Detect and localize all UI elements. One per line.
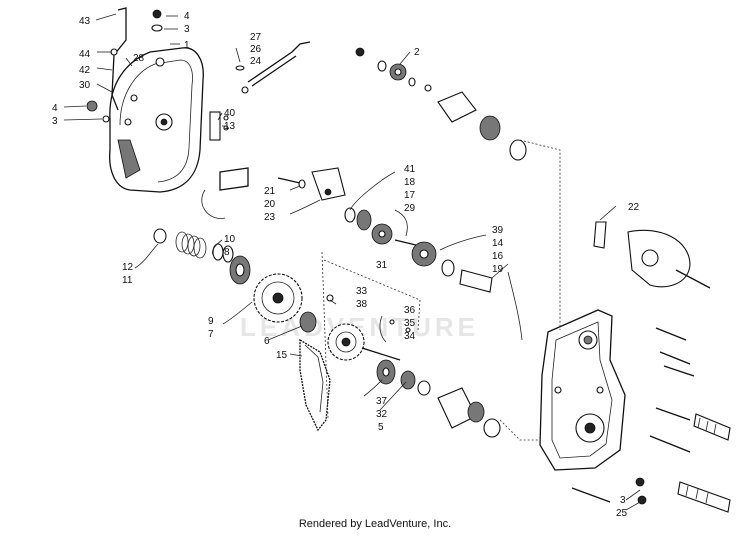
clip-and-seal	[201, 167, 249, 219]
chaincase-cover	[109, 47, 204, 193]
output-shaft-upper	[693, 413, 731, 441]
part-label-32: 32	[376, 409, 388, 420]
shift-lever	[235, 41, 311, 94]
part-label-16: 16	[492, 251, 504, 262]
part-label-4-left: 4	[52, 103, 58, 114]
tensioner-bracket	[311, 167, 346, 201]
cover-cap-4	[151, 9, 163, 32]
part-label-8: 8	[224, 247, 230, 258]
callout-lines	[63, 13, 641, 511]
bracket-22	[593, 221, 711, 289]
bearing-housing-top	[437, 91, 527, 161]
dipstick	[110, 7, 127, 111]
part-label-12: 12	[122, 262, 134, 273]
part-label-2: 2	[414, 47, 420, 58]
chain-15	[299, 338, 331, 432]
shaft-gears-18-17	[344, 207, 421, 247]
part-label-3-left: 3	[52, 116, 58, 127]
part-label-28: 28	[133, 53, 145, 64]
part-label-40: 40	[224, 108, 236, 119]
part-label-14: 14	[492, 238, 504, 249]
render-credit: Rendered by LeadVenture, Inc.	[298, 518, 452, 530]
gear-38	[327, 319, 411, 361]
spring-assembly	[153, 228, 251, 285]
part-label-44: 44	[79, 49, 91, 60]
part-label-13: 13	[224, 121, 236, 132]
part-label-36: 36	[404, 305, 416, 316]
drive-sprocket-6	[299, 294, 334, 333]
output-shaft-lower	[677, 481, 731, 513]
part-label-31: 31	[376, 260, 388, 271]
part-label-3-bottom: 3	[620, 495, 626, 506]
part-label-17: 17	[404, 190, 416, 201]
part-label-18: 18	[404, 177, 416, 188]
part-label-4: 4	[184, 11, 190, 22]
part-label-21: 21	[264, 186, 276, 197]
part-label-29: 29	[404, 203, 416, 214]
sprocket-2	[355, 47, 432, 92]
part-label-6: 6	[264, 336, 270, 347]
driven-sprocket-7	[253, 273, 303, 323]
part-label-41: 41	[404, 164, 416, 175]
part-label-30: 30	[79, 80, 91, 91]
bearing-37-32	[376, 359, 431, 396]
part-label-7: 7	[208, 329, 214, 340]
part-label-35: 35	[404, 318, 416, 329]
part-label-25: 25	[616, 508, 628, 519]
gear-39	[411, 241, 493, 293]
cover-cap-left	[86, 100, 110, 123]
housing-bolts	[571, 327, 695, 505]
bolt-21	[277, 177, 306, 189]
chaincase-housing	[539, 309, 626, 471]
part-label-10: 10	[224, 234, 236, 245]
part-label-24: 24	[250, 56, 262, 67]
part-label-43: 43	[79, 16, 91, 27]
part-label-42: 42	[79, 65, 91, 76]
part-label-15: 15	[276, 350, 288, 361]
part-label-5: 5	[378, 422, 384, 433]
part-label-19: 19	[492, 264, 504, 275]
part-label-23: 23	[264, 212, 276, 223]
part-label-27: 27	[250, 32, 262, 43]
part-label-37: 37	[376, 396, 388, 407]
part-label-39: 39	[492, 225, 504, 236]
part-label-38: 38	[356, 299, 368, 310]
part-label-11: 11	[122, 275, 133, 286]
bearing-housing-bottom	[437, 387, 501, 438]
retainer-plate	[209, 111, 229, 141]
part-label-34: 34	[404, 331, 416, 342]
part-label-26: 26	[250, 44, 262, 55]
part-label-9: 9	[208, 316, 214, 327]
part-number-labels: 43 4 3 1 44 42 28 30 4 3 27 26 24 40 13 …	[52, 11, 640, 519]
part-label-3: 3	[184, 24, 190, 35]
part-label-33: 33	[356, 286, 368, 297]
part-label-20: 20	[264, 199, 276, 210]
part-label-1: 1	[184, 40, 190, 51]
part-label-22: 22	[628, 202, 640, 213]
